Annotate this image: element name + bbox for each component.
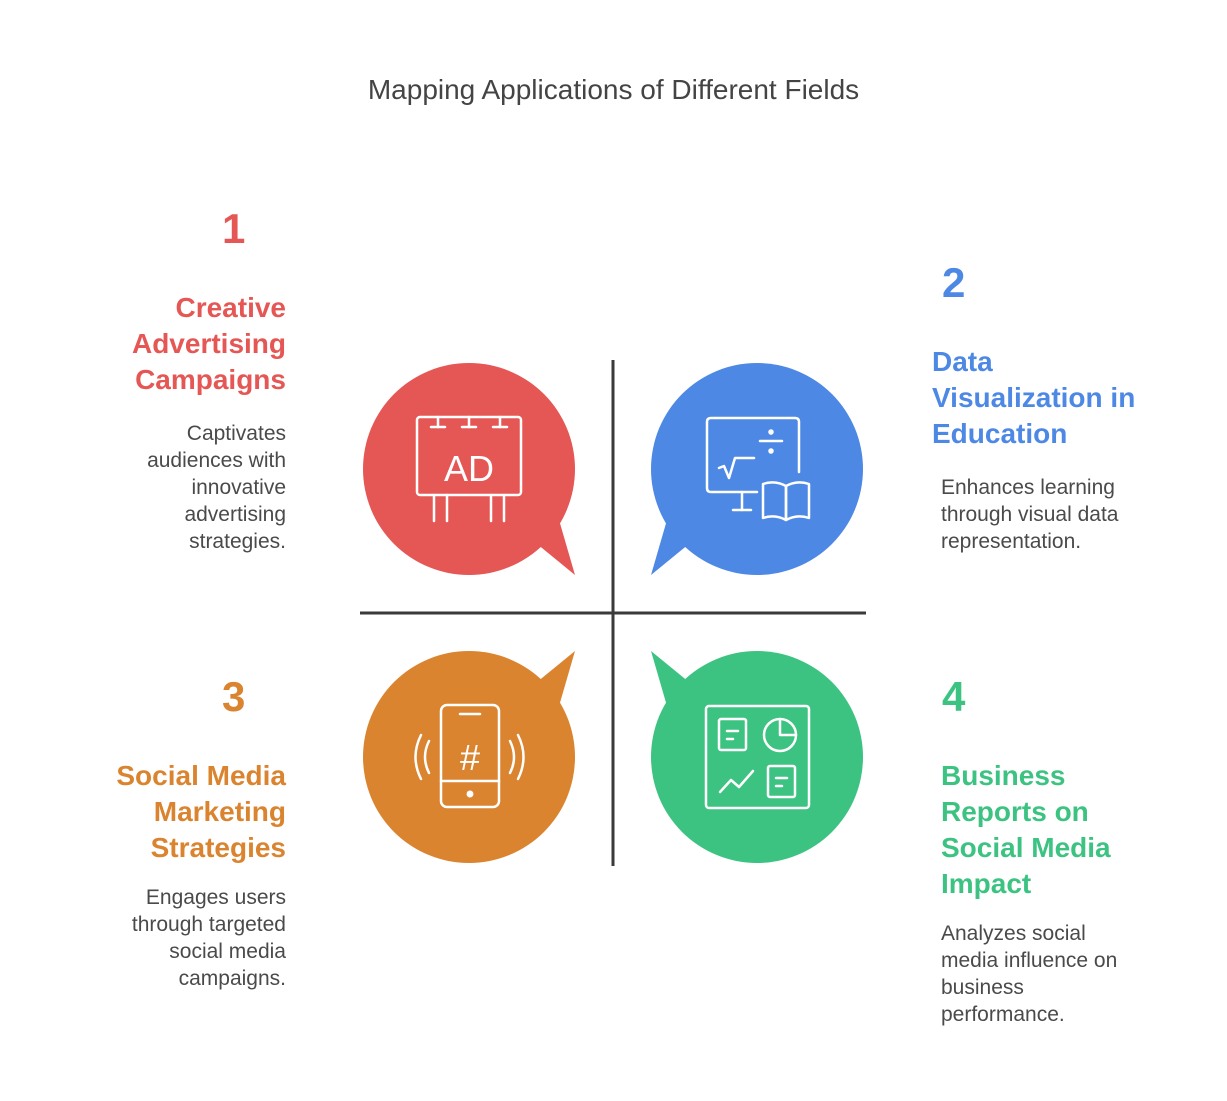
quadrant-3-number: 3 [222, 673, 246, 720]
billboard-ad-icon-text: AD [444, 448, 494, 489]
business-report-chart-icon [704, 704, 811, 810]
quadrant-2-bubble [651, 363, 863, 575]
billboard-ad-icon: AD [415, 415, 523, 523]
quadrant-1-number: 1 [222, 205, 246, 252]
quadrant-2-description: Enhances learning through visual data re… [941, 476, 1119, 553]
quadrant-4-bubble [651, 651, 863, 863]
quadrant-3-bubble [363, 651, 575, 863]
quadrant-3-description: Engages users through targeted social me… [131, 886, 286, 990]
smartphone-hashtag-icon: # [414, 703, 525, 809]
smartphone-hashtag-icon-text: # [460, 737, 480, 778]
quadrant-4-heading: Business Reports on Social Media Impact [941, 760, 1111, 899]
quadrant-3-heading: Social Media Marketing Strategies [116, 760, 286, 863]
quadrant-1-bubble [363, 363, 575, 575]
quadrant-4-number: 4 [942, 673, 966, 720]
quadrant-2-heading: Data Visualization in Education [932, 346, 1136, 449]
quadrant-2-number: 2 [942, 259, 966, 306]
education-monitor-book-icon [705, 416, 811, 522]
quadrant-1-heading: Creative Advertising Campaigns [131, 292, 286, 395]
quadrant-1-description: Captivates audiences with innovative adv… [147, 422, 286, 553]
quadrant-4-description: Analyzes social media influence on busin… [941, 922, 1118, 1026]
page-title: Mapping Applications of Different Fields [367, 74, 860, 105]
